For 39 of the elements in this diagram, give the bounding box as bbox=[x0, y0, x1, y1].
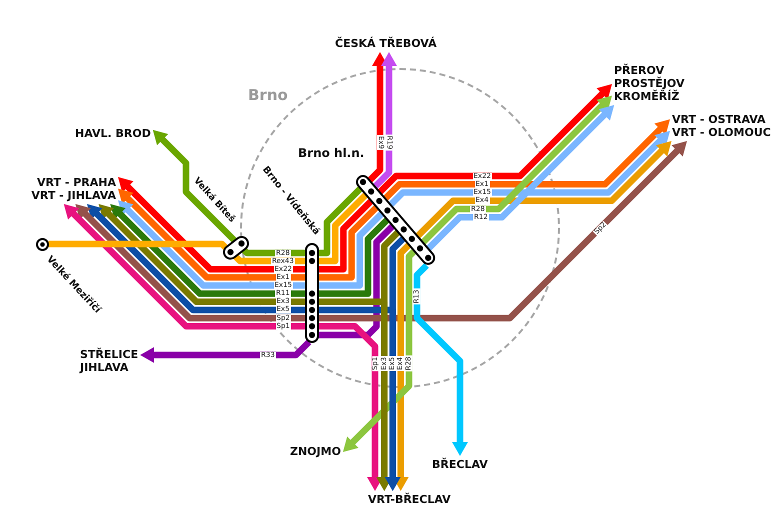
station-bar bbox=[222, 236, 249, 260]
transit-line bbox=[415, 141, 672, 239]
destination-label: VRT-BŘECLAV bbox=[366, 491, 453, 508]
transit-line bbox=[372, 52, 397, 190]
transit-line bbox=[382, 119, 670, 201]
transit-line bbox=[376, 230, 400, 491]
transit-line bbox=[118, 177, 306, 272]
station-marker bbox=[36, 238, 48, 250]
destination-label: HAVL. BROD bbox=[73, 125, 153, 142]
transit-line bbox=[140, 340, 312, 363]
destination-label: VRT - OSTRAVA VRT - OLOMOUC bbox=[670, 111, 774, 141]
transit-line bbox=[318, 204, 379, 281]
destination-label: ČESKÁ TŘEBOVÁ bbox=[333, 35, 439, 52]
station-bar bbox=[305, 243, 319, 343]
destination-label: STŘELICE JIHLAVA bbox=[78, 346, 140, 376]
transit-line bbox=[118, 200, 306, 289]
destination-label: BŘECLAV bbox=[430, 456, 490, 473]
transit-line bbox=[118, 188, 306, 281]
zone-name: Brno bbox=[248, 86, 288, 104]
transit-line bbox=[384, 236, 406, 491]
transit-line bbox=[318, 224, 395, 338]
transit-line bbox=[318, 211, 384, 289]
transit-line bbox=[414, 263, 468, 456]
transit-line bbox=[318, 198, 374, 272]
station-bar bbox=[356, 175, 436, 265]
destination-label: VRT - PRAHA VRT - JIHLAVA bbox=[26, 174, 118, 204]
transit-line bbox=[318, 141, 687, 322]
transit-line bbox=[388, 130, 670, 208]
station-name: Brno hl.n. bbox=[298, 147, 364, 160]
transit-line bbox=[242, 248, 306, 256]
destination-label: ZNOJMO bbox=[288, 443, 343, 460]
destination-label: PŘEROV PROSTĚJOV KROMĚŘÍŽ bbox=[612, 62, 686, 105]
transit-line bbox=[48, 240, 228, 250]
transit-line bbox=[342, 248, 417, 452]
transit-line bbox=[318, 186, 363, 256]
transit-line bbox=[377, 84, 612, 195]
transit-line bbox=[318, 192, 368, 264]
transit-line bbox=[318, 217, 390, 297]
transit-line bbox=[152, 130, 238, 244]
